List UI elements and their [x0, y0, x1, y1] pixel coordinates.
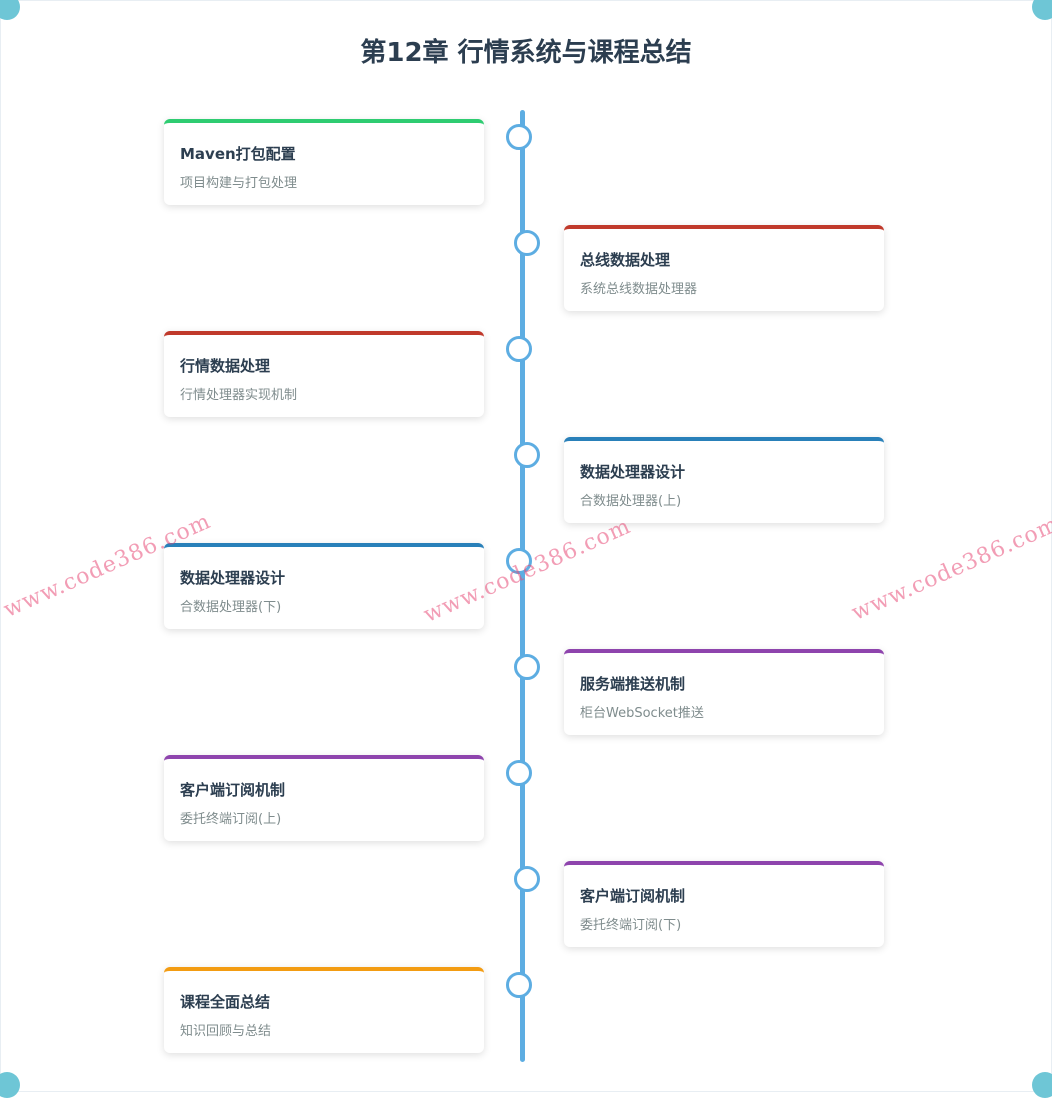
card-subtitle: 委托终端订阅(上)	[180, 812, 282, 827]
timeline-card: 服务端推送机制柜台WebSocket推送	[564, 649, 884, 735]
card-title: 客户端订阅机制	[180, 781, 286, 799]
timeline-node	[506, 336, 532, 362]
card-title: 服务端推送机制	[580, 675, 686, 693]
timeline-card: 总线数据处理系统总线数据处理器	[564, 225, 884, 311]
card-subtitle: 系统总线数据处理器	[580, 282, 698, 297]
timeline-axis	[520, 110, 525, 1062]
page-title: 第12章 行情系统与课程总结	[360, 38, 692, 68]
timeline-card: 数据处理器设计合数据处理器(下)	[164, 543, 484, 629]
corner-decoration	[0, 0, 20, 20]
corner-decoration	[1032, 0, 1052, 20]
timeline-node	[514, 866, 540, 892]
card-title: Maven打包配置	[180, 145, 296, 163]
timeline-node	[506, 124, 532, 150]
card-title: 数据处理器设计	[580, 463, 686, 481]
corner-decoration	[0, 1072, 20, 1098]
card-title: 客户端订阅机制	[580, 887, 686, 905]
card-subtitle: 委托终端订阅(下)	[580, 918, 682, 933]
timeline-node	[514, 230, 540, 256]
timeline-card: 行情数据处理行情处理器实现机制	[164, 331, 484, 417]
timeline-card: 客户端订阅机制委托终端订阅(上)	[164, 755, 484, 841]
card-title: 数据处理器设计	[180, 569, 286, 587]
timeline-card: 课程全面总结知识回顾与总结	[164, 967, 484, 1053]
timeline-node	[506, 760, 532, 786]
timeline-node	[506, 972, 532, 998]
card-title: 总线数据处理	[580, 251, 671, 269]
timeline-node	[514, 654, 540, 680]
timeline-card: 数据处理器设计合数据处理器(上)	[564, 437, 884, 523]
timeline-card: 客户端订阅机制委托终端订阅(下)	[564, 861, 884, 947]
corner-decoration	[1032, 1072, 1052, 1098]
card-subtitle: 合数据处理器(上)	[580, 494, 682, 509]
card-subtitle: 项目构建与打包处理	[180, 176, 298, 191]
timeline-node	[514, 442, 540, 468]
card-subtitle: 柜台WebSocket推送	[580, 706, 704, 721]
card-subtitle: 行情处理器实现机制	[180, 388, 298, 403]
card-subtitle: 合数据处理器(下)	[180, 600, 282, 615]
card-subtitle: 知识回顾与总结	[180, 1024, 272, 1039]
card-title: 行情数据处理	[180, 357, 271, 375]
timeline-node	[506, 548, 532, 574]
card-title: 课程全面总结	[180, 993, 271, 1011]
timeline-card: Maven打包配置项目构建与打包处理	[164, 119, 484, 205]
